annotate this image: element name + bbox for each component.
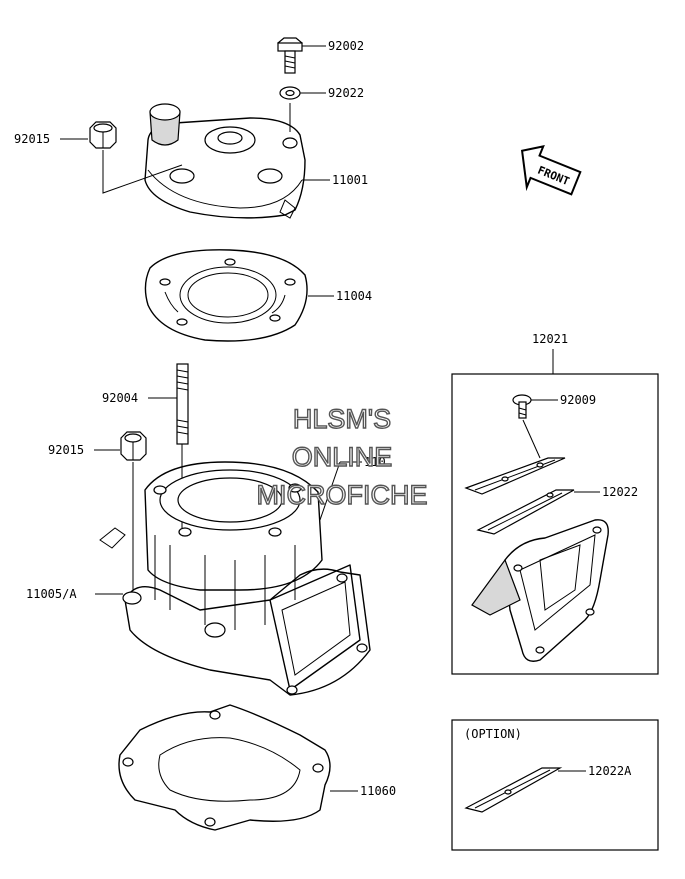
reed-stopper: [464, 457, 566, 495]
label-12022: 12022: [602, 485, 638, 499]
reed-petal-12022: [476, 489, 575, 535]
nut-92015-top: [89, 121, 117, 149]
label-12022A: 12022A: [588, 764, 632, 778]
cylinder-head-11001: [144, 103, 306, 219]
reed-cage: [471, 519, 609, 662]
bolt-92002: [277, 37, 303, 74]
label-11001: 11001: [332, 173, 368, 187]
label-11005: 11005/A: [26, 587, 77, 601]
cylinder-11005: [99, 461, 371, 696]
head-gasket-11004: [144, 249, 308, 342]
label-92015-mid: 92015: [48, 443, 84, 457]
leader-92009-drop: [522, 419, 541, 459]
front-arrow-icon: FRONT: [520, 144, 582, 196]
option-box: [451, 719, 659, 851]
screw-92009: [512, 394, 532, 419]
label-11060: 11060: [360, 784, 396, 798]
label-12021: 12021: [532, 332, 568, 346]
base-gasket-11060: [118, 704, 331, 831]
option-label: (OPTION): [464, 727, 522, 741]
watermark: HLSM'S ONLINE MICROFICHE: [256, 403, 428, 510]
watermark-line-3: MICROFICHE: [257, 480, 428, 510]
reed-petal-12022A: [464, 767, 563, 813]
label-92009: 92009: [560, 393, 596, 407]
label-92022: 92022: [328, 86, 364, 100]
leader-92015-top-arrow: [102, 150, 183, 194]
stud-92004: [176, 363, 189, 445]
nut-92015-mid: [120, 431, 147, 461]
watermark-line-1: HLSM'S: [293, 404, 391, 434]
label-92015-top: 92015: [14, 132, 50, 146]
washer-92022: [279, 86, 301, 100]
reed-valve-box: [451, 373, 659, 675]
label-92004: 92004: [102, 391, 138, 405]
label-92002: 92002: [328, 39, 364, 53]
leader-obscured-diag: [319, 461, 341, 521]
watermark-line-2: ONLINE: [292, 442, 393, 472]
label-obscured: 110: [364, 455, 386, 469]
label-11004: 11004: [336, 289, 372, 303]
